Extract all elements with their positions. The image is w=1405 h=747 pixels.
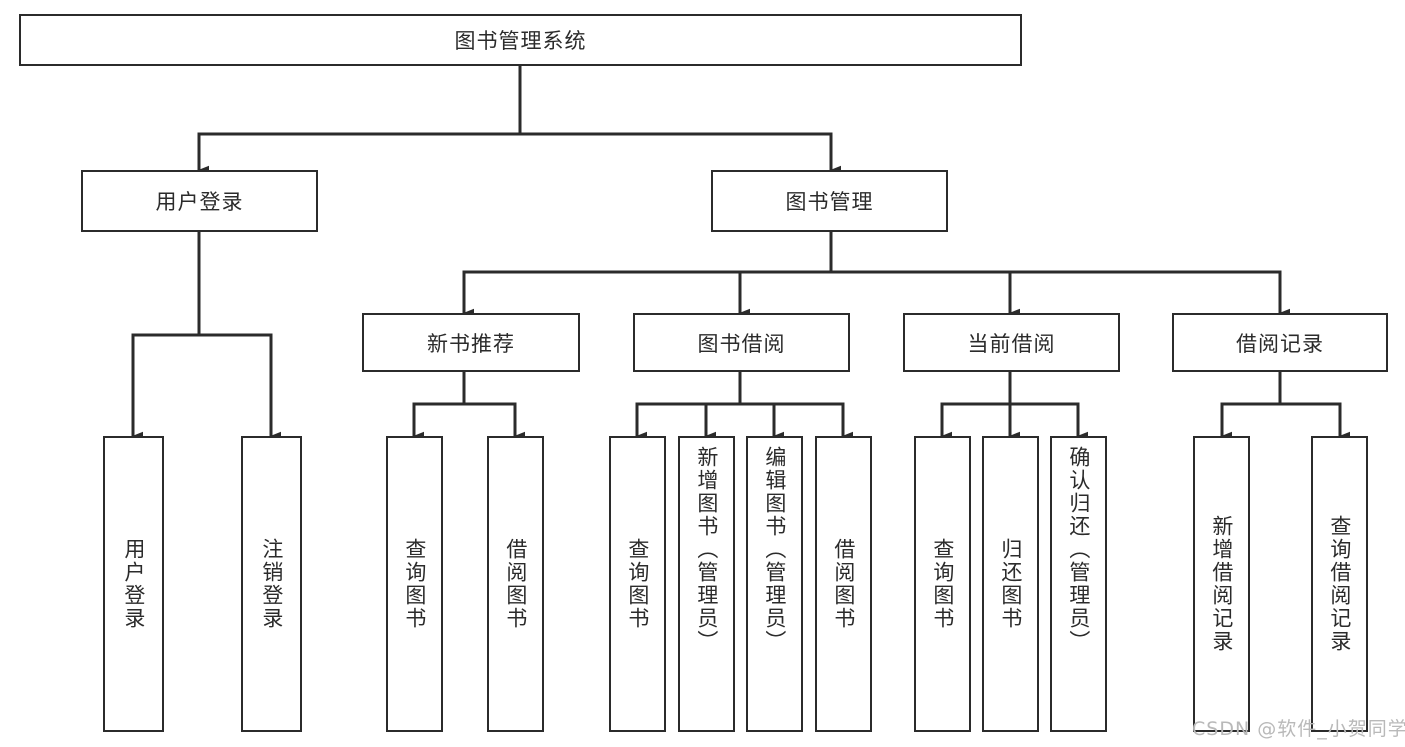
node-new-book-recommend[interactable]: 新书推荐 [362,313,580,372]
node-borrow-record[interactable]: 借阅记录 [1172,313,1388,372]
node-leaf-edit-book[interactable]: 编辑图书（管理员） [746,436,803,732]
node-book-borrow[interactable]: 图书借阅 [633,313,850,372]
node-leaf-query-book-1[interactable]: 查询图书 [386,436,443,732]
node-book-manage[interactable]: 图书管理 [711,170,948,232]
node-leaf-user-login[interactable]: 用户登录 [103,436,164,732]
node-label: 图书管理 [785,190,874,214]
node-label: 归还图书 [998,538,1023,630]
node-label: 借阅记录 [1236,331,1324,356]
node-root-system[interactable]: 图书管理系统 [19,14,1022,66]
node-label: 借阅图书 [831,538,856,630]
node-leaf-borrow-book-1[interactable]: 借阅图书 [487,436,544,732]
node-label: 当前借阅 [967,331,1056,356]
node-label: 查询图书 [625,538,650,630]
node-leaf-user-logout[interactable]: 注销登录 [241,436,302,732]
node-leaf-return-book[interactable]: 归还图书 [982,436,1039,732]
node-label: 借阅图书 [503,538,528,630]
node-label: 新书推荐 [427,331,515,356]
node-leaf-add-record[interactable]: 新增借阅记录 [1193,436,1250,732]
node-label: 新增借阅记录 [1209,515,1234,653]
node-user-login[interactable]: 用户登录 [81,170,318,232]
node-label: 图书管理系统 [454,29,587,53]
node-label: 确认归还（管理员） [1066,446,1091,653]
node-label: 查询借阅记录 [1327,515,1352,653]
node-label: 新增图书（管理员） [694,446,719,653]
node-label: 编辑图书（管理员） [762,446,787,653]
node-current-borrow[interactable]: 当前借阅 [903,313,1120,372]
node-label: 图书借阅 [697,331,786,356]
node-label: 查询图书 [930,538,955,630]
node-leaf-query-book-3[interactable]: 查询图书 [914,436,971,732]
node-leaf-borrow-book-2[interactable]: 借阅图书 [815,436,872,732]
node-leaf-query-book-2[interactable]: 查询图书 [609,436,666,732]
node-leaf-query-record[interactable]: 查询借阅记录 [1311,436,1368,732]
watermark-text: CSDN @软件_小贺同学 [1192,718,1405,740]
node-leaf-add-book[interactable]: 新增图书（管理员） [678,436,735,732]
node-label: 用户登录 [155,190,244,214]
node-label: 查询图书 [402,538,427,630]
node-label: 注销登录 [259,538,284,630]
node-label: 用户登录 [121,538,146,630]
node-leaf-confirm-return[interactable]: 确认归还（管理员） [1050,436,1107,732]
